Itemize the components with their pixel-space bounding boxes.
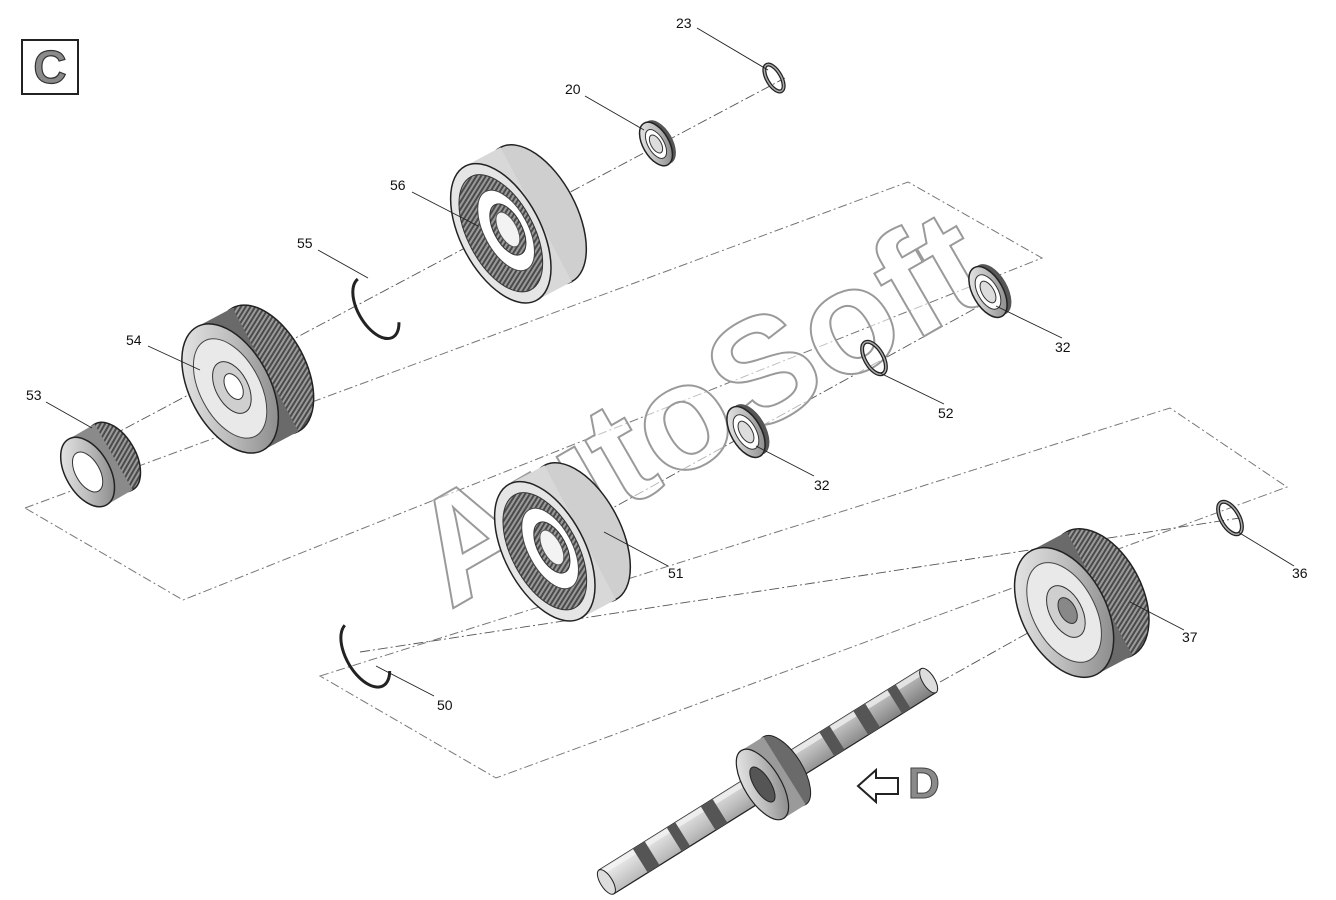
callout-labels: 23 20 56 55 54 53 32 52 32 51 50 36 37 (26, 15, 1308, 713)
ball-bearing-20[interactable] (633, 115, 683, 172)
group-outlines (23, 181, 1289, 779)
callout-32-upper: 32 (1055, 339, 1071, 355)
callout-56: 56 (390, 177, 406, 193)
snap-ring-55[interactable] (343, 272, 404, 346)
callout-53: 53 (26, 387, 42, 403)
axis-middle (539, 291, 1006, 549)
callout-54: 54 (126, 332, 142, 348)
section-badge-letter: C (33, 41, 66, 93)
callout-32-middle: 32 (814, 477, 830, 493)
callout-37: 37 (1182, 629, 1198, 645)
retaining-ring-23[interactable] (760, 62, 787, 95)
callout-36: 36 (1292, 565, 1308, 581)
ball-bearing-32-middle[interactable] (719, 398, 777, 464)
sun-gear-53[interactable] (50, 413, 152, 516)
ball-bearing-32-upper[interactable] (961, 258, 1019, 324)
callout-51: 51 (668, 565, 684, 581)
callout-20: 20 (565, 81, 581, 97)
next-section-indicator[interactable]: D (856, 759, 940, 809)
output-shaft[interactable] (580, 644, 955, 900)
section-badge: C (21, 39, 79, 95)
callout-55: 55 (297, 235, 313, 251)
left-arrow-icon (856, 767, 899, 805)
callout-52: 52 (938, 405, 954, 421)
retaining-ring-36[interactable] (1213, 498, 1247, 538)
ring-gear-51[interactable] (474, 447, 651, 638)
callouts (45, 27, 1295, 697)
retaining-ring-52[interactable] (857, 338, 891, 378)
upper-group-outline (23, 181, 1044, 601)
callout-23: 23 (676, 15, 692, 31)
planetary-carrier-37[interactable] (994, 512, 1169, 694)
planetary-carrier-54[interactable] (162, 289, 334, 469)
callout-50: 50 (437, 697, 453, 713)
axis-upper (61, 77, 786, 463)
next-section-letter: D (908, 759, 940, 808)
ring-gear-56[interactable] (430, 129, 607, 320)
lower-group-outline (318, 407, 1289, 779)
snap-ring-50[interactable] (331, 617, 394, 695)
